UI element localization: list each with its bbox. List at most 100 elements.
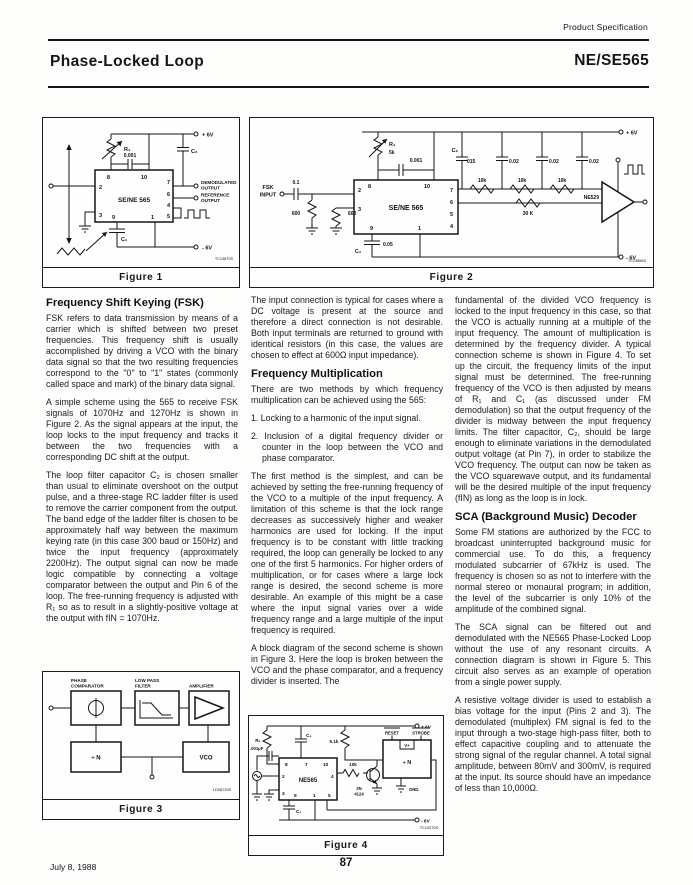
cap-value: 0.05	[383, 242, 393, 248]
figure-4-schematic: 8 7 10 2 4 3 9 1 5 NE565 R₁ C₂ .001μF C₁…	[250, 723, 438, 830]
pin-label: 2	[99, 185, 102, 191]
pin-label: 1	[418, 226, 421, 232]
pin-label: 7	[450, 188, 453, 194]
r1-label: R₁	[255, 738, 260, 744]
vco-block	[182, 741, 230, 773]
amplifier-triangle-icon	[194, 695, 226, 721]
r1-value: 5k	[389, 150, 395, 156]
transistor-part-label: 4124	[354, 792, 364, 797]
figure-2-box: SE/NE 565 2 8 10 7 6 5 4 3 9 1 FSK INPUT…	[249, 117, 654, 288]
pin-label: 6	[450, 200, 453, 206]
low-pass-filter-label: LOW PASS	[135, 678, 159, 683]
pin-label: 3	[282, 791, 285, 797]
para-fundamental: fundamental of the divided VCO frequency…	[455, 295, 651, 503]
strobe-label: STROBE	[412, 731, 430, 736]
pin-label: 1	[313, 793, 316, 799]
cap-value: 0.02	[549, 159, 559, 165]
header-rule-top	[48, 39, 649, 42]
r1-label: R₁	[389, 142, 396, 148]
resistor-value: 10k	[349, 762, 357, 767]
fig1-ic-label: SE/NE 565	[118, 197, 151, 204]
vminus-label: - 6V	[421, 819, 431, 825]
vplus-label: + 6V	[202, 133, 214, 139]
para-sca-3: A resistive voltage divider is used to e…	[455, 694, 651, 793]
figure-3-box: PHASE COMPARATOR LOW PASS FILTER AMPLIFI…	[42, 671, 240, 820]
pin-label: 8	[368, 184, 371, 190]
c1-label: C₁	[121, 237, 128, 243]
pin-label: 9	[370, 226, 373, 232]
part-number: NE/SE565	[574, 52, 649, 69]
c2-value: 015	[467, 159, 476, 165]
header-rule-bottom	[48, 86, 649, 89]
divide-by-n-block	[70, 741, 122, 773]
pin-label: 8	[107, 175, 110, 181]
para-fsk-1: FSK refers to data transmission by means…	[46, 312, 238, 389]
fig4-wires	[252, 725, 437, 821]
c1-label: C₁	[355, 249, 362, 255]
figure-2-schematic: SE/NE 565 2 8 10 7 6 5 4 3 9 1 FSK INPUT…	[260, 129, 648, 263]
r1-label: R₁	[124, 147, 131, 153]
caption-text: Figure 1	[119, 272, 163, 283]
amplifier-label: AMPLIFIER	[189, 684, 214, 689]
para-fsk-2: A simple scheme using the 565 to receive…	[46, 396, 238, 462]
pin-label: 10	[141, 175, 147, 181]
emitter-arrow	[372, 779, 377, 784]
demodulated-output-label: DEMODULATED	[201, 180, 237, 185]
doc-type-label: Product Specification	[563, 22, 648, 32]
pin-label: 9	[294, 793, 297, 799]
cap-value: 0.001	[410, 158, 423, 164]
reference-output-label: REFERENCE	[201, 193, 229, 198]
input-arrow-down	[66, 238, 72, 244]
pin-label: 2	[282, 774, 285, 780]
para-fsk-3: The loop filter capacitor C₂ is chosen s…	[46, 469, 238, 623]
phase-comparator-label: PHASE	[71, 678, 87, 683]
c1-label: C₁	[296, 809, 301, 815]
cap-value: 0.1	[293, 180, 300, 186]
pin-label: 10	[424, 184, 430, 190]
transistor-icon	[366, 768, 380, 782]
pin-label: 3	[99, 213, 102, 219]
pin-label: 7	[305, 762, 308, 768]
c2-label: C₂	[191, 149, 198, 155]
column-left: Frequency Shift Keying (FSK) FSK refers …	[46, 295, 238, 631]
figure-4-box: 8 7 10 2 4 3 9 1 5 NE565 R₁ C₂ .001μF C₁…	[248, 715, 444, 856]
vminus-label: - 6V	[626, 256, 636, 262]
column-middle: The input connection is typical for case…	[251, 295, 443, 694]
vco-label: VCO	[199, 756, 212, 762]
vplus-notch	[399, 739, 415, 750]
pin-label: 1	[151, 215, 154, 221]
vplus-label: + 6V	[421, 725, 432, 731]
resistor-value: 10k	[558, 178, 567, 184]
amplifier-block	[188, 690, 230, 726]
pin-label: 10	[323, 762, 329, 768]
cap-value: .001μF	[250, 746, 264, 751]
page-number: 87	[339, 857, 353, 869]
comparator-triangle	[601, 180, 636, 224]
low-pass-filter-label: FILTER	[135, 684, 151, 689]
pin-label: 3	[358, 207, 361, 213]
fig1-code: TC13870S	[215, 257, 234, 261]
cap-value: 0.001	[124, 153, 137, 159]
r1-adjust-arrow	[381, 139, 387, 144]
para-freq-mult-intro: There are two methods by which frequency…	[251, 383, 443, 405]
figure-1-schematic: SE/NE 565 2 8 10 7 6 4 5 3 9 1 R₁ 0.001 …	[48, 131, 237, 261]
vminus-label: - 6V	[202, 246, 212, 252]
input-arrow-up	[66, 144, 72, 150]
caption-text: Figure 3	[119, 804, 163, 815]
figure-1-caption: Figure 1	[43, 267, 239, 287]
figure-3-caption: Figure 3	[43, 799, 239, 819]
fig3-wires	[53, 707, 209, 775]
fig1-wires	[53, 133, 210, 256]
column-right: fundamental of the divided VCO frequency…	[455, 295, 651, 801]
pin-label: 5	[328, 793, 331, 799]
low-pass-filter-block	[134, 690, 180, 726]
caption-text: Figure 4	[324, 840, 368, 851]
transistor-part-label: 2N	[356, 786, 361, 791]
fsk-input-label: FSK	[263, 185, 274, 191]
fig2-ic-label: SE/NE 565	[389, 205, 424, 212]
fig2-wires	[284, 131, 645, 258]
fig2-code: TC13866S	[628, 259, 647, 263]
pin-label: 9	[112, 215, 115, 221]
pin-label: 4	[167, 203, 171, 209]
fig1-ic-body	[94, 169, 174, 223]
